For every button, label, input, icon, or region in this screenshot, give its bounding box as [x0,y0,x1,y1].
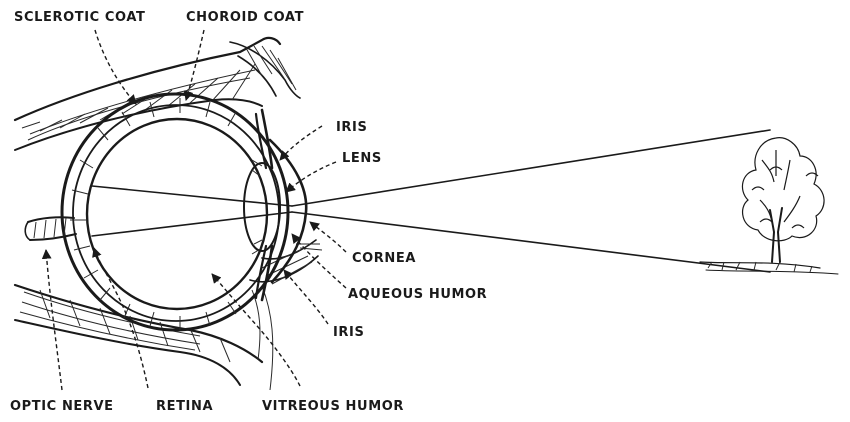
light-rays [92,130,770,272]
tree-icon [700,138,838,274]
label-iris-bottom: IRIS [333,325,364,340]
label-vitreous-humor: VITREOUS HUMOR [262,399,404,414]
label-optic-nerve: OPTIC NERVE [10,399,114,414]
eyeball [62,94,288,330]
optic-nerve [25,217,76,240]
label-sclerotic-coat: SCLEROTIC COAT [14,10,145,25]
label-cornea: CORNEA [352,251,416,266]
label-lens: LENS [342,151,382,166]
label-aqueous-humor: AQUEOUS HUMOR [348,287,487,302]
label-retina: RETINA [156,399,213,414]
label-choroid-coat: CHOROID COAT [186,10,304,25]
label-iris-top: IRIS [336,120,367,135]
